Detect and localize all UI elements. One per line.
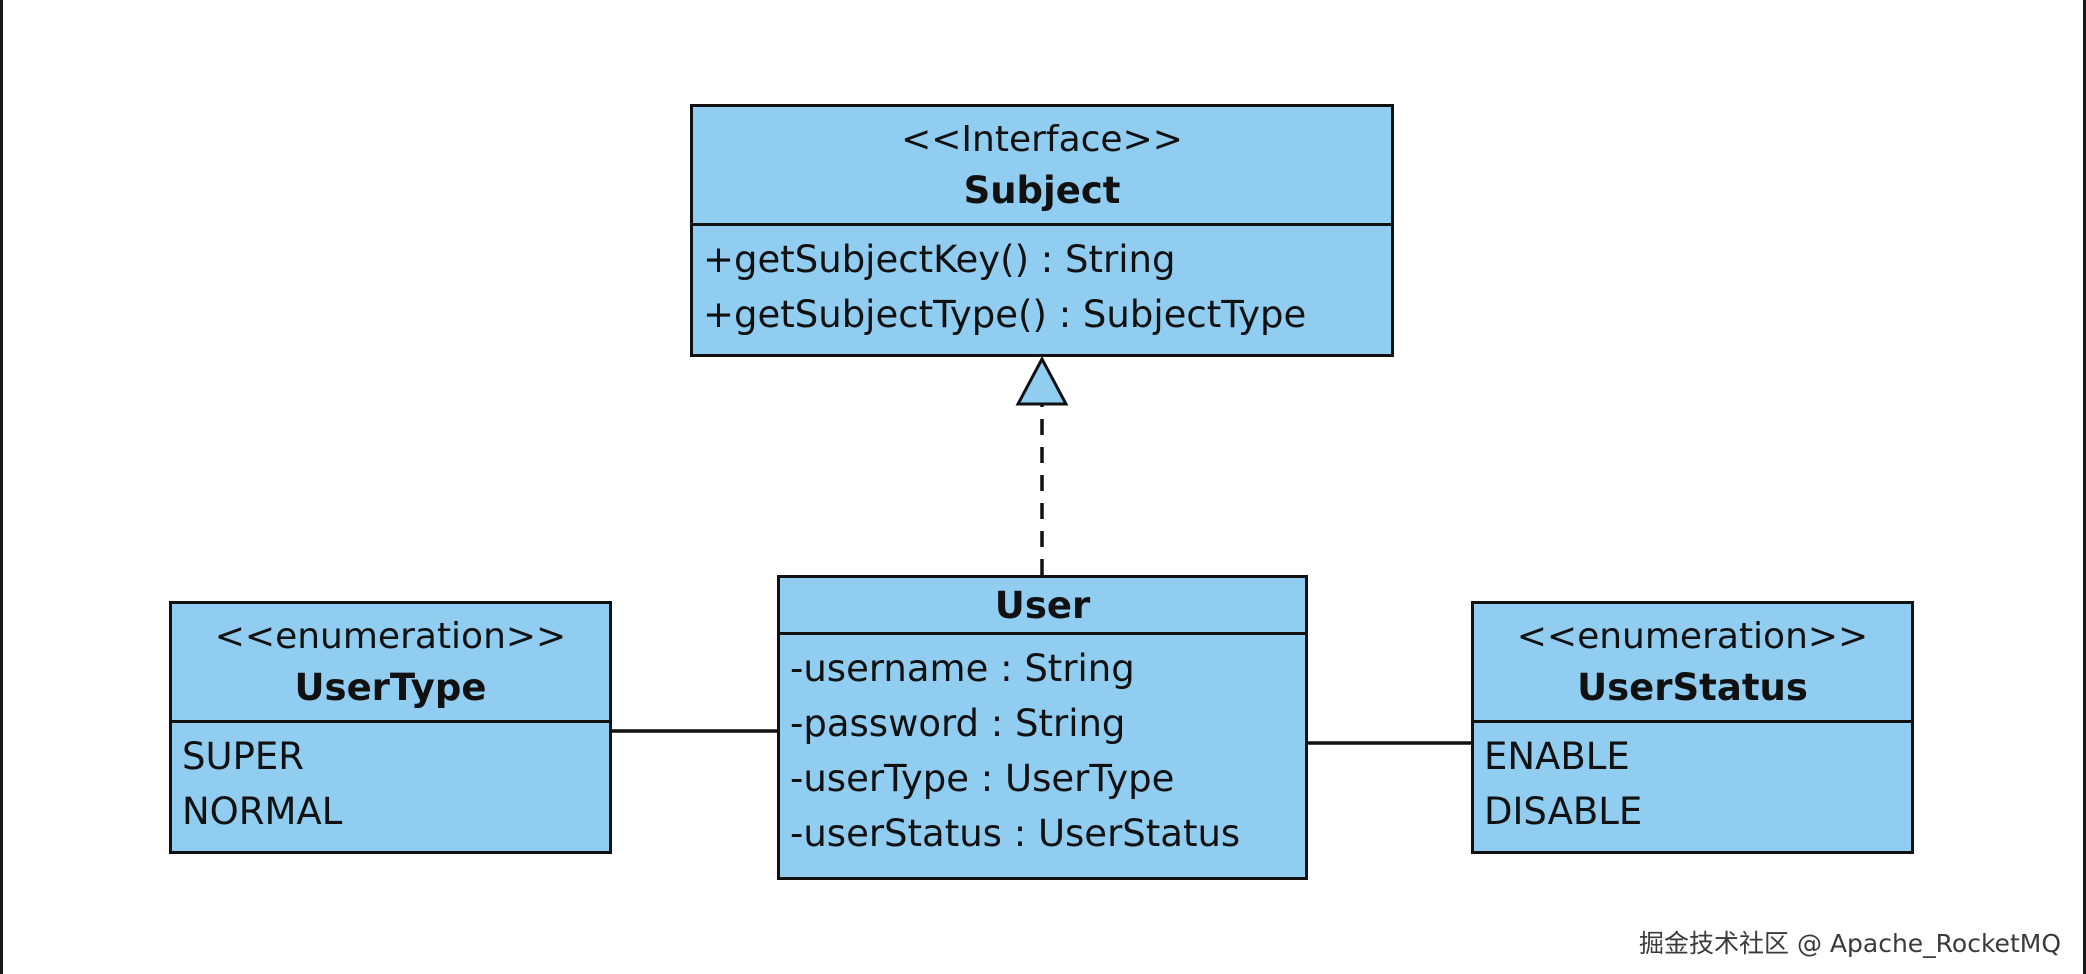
subject-operation: +getSubjectKey() : String xyxy=(703,238,1176,281)
userstatus-header: <<enumeration>> UserStatus xyxy=(1474,604,1911,723)
userstatus-class-name: UserStatus xyxy=(1577,666,1808,709)
userstatus-literals: ENABLE DISABLE xyxy=(1474,723,1911,839)
usertype-literals: SUPER NORMAL xyxy=(172,723,609,839)
enum-literal: ENABLE xyxy=(1484,735,1630,778)
user-attribute: -userType : UserType xyxy=(790,757,1175,800)
subject-class-name: Subject xyxy=(963,169,1121,212)
userstatus-stereotype: <<enumeration>> xyxy=(1516,616,1869,657)
subject-operation: +getSubjectType() : SubjectType xyxy=(703,293,1307,336)
realization-arrowhead xyxy=(1015,355,1069,406)
enum-literal: DISABLE xyxy=(1484,790,1643,833)
subject-header: <<Interface>> Subject xyxy=(693,107,1391,226)
enum-literal: SUPER xyxy=(182,735,304,778)
user-attribute: -username : String xyxy=(790,647,1135,690)
user-class-box: User -username : String -password : Stri… xyxy=(777,575,1308,880)
subject-operations: +getSubjectKey() : String +getSubjectTyp… xyxy=(693,226,1391,342)
usertype-stereotype: <<enumeration>> xyxy=(214,616,567,657)
subject-interface-box: <<Interface>> Subject +getSubjectKey() :… xyxy=(690,104,1394,357)
user-attribute: -password : String xyxy=(790,702,1126,745)
usertype-header: <<enumeration>> UserType xyxy=(172,604,609,723)
usertype-enum-box: <<enumeration>> UserType SUPER NORMAL xyxy=(169,601,612,854)
user-attributes: -username : String -password : String -u… xyxy=(780,635,1305,861)
user-attribute: -userStatus : UserStatus xyxy=(790,812,1241,855)
diagram-connectors xyxy=(612,355,1471,745)
enum-literal: NORMAL xyxy=(182,790,343,833)
user-header: User xyxy=(780,578,1305,635)
user-class-name: User xyxy=(994,584,1091,627)
userstatus-enum-box: <<enumeration>> UserStatus ENABLE DISABL… xyxy=(1471,601,1914,854)
subject-stereotype: <<Interface>> xyxy=(901,119,1183,160)
watermark-text: 掘金技术社区 @ Apache_RocketMQ xyxy=(1639,929,2061,958)
usertype-class-name: UserType xyxy=(294,666,487,709)
